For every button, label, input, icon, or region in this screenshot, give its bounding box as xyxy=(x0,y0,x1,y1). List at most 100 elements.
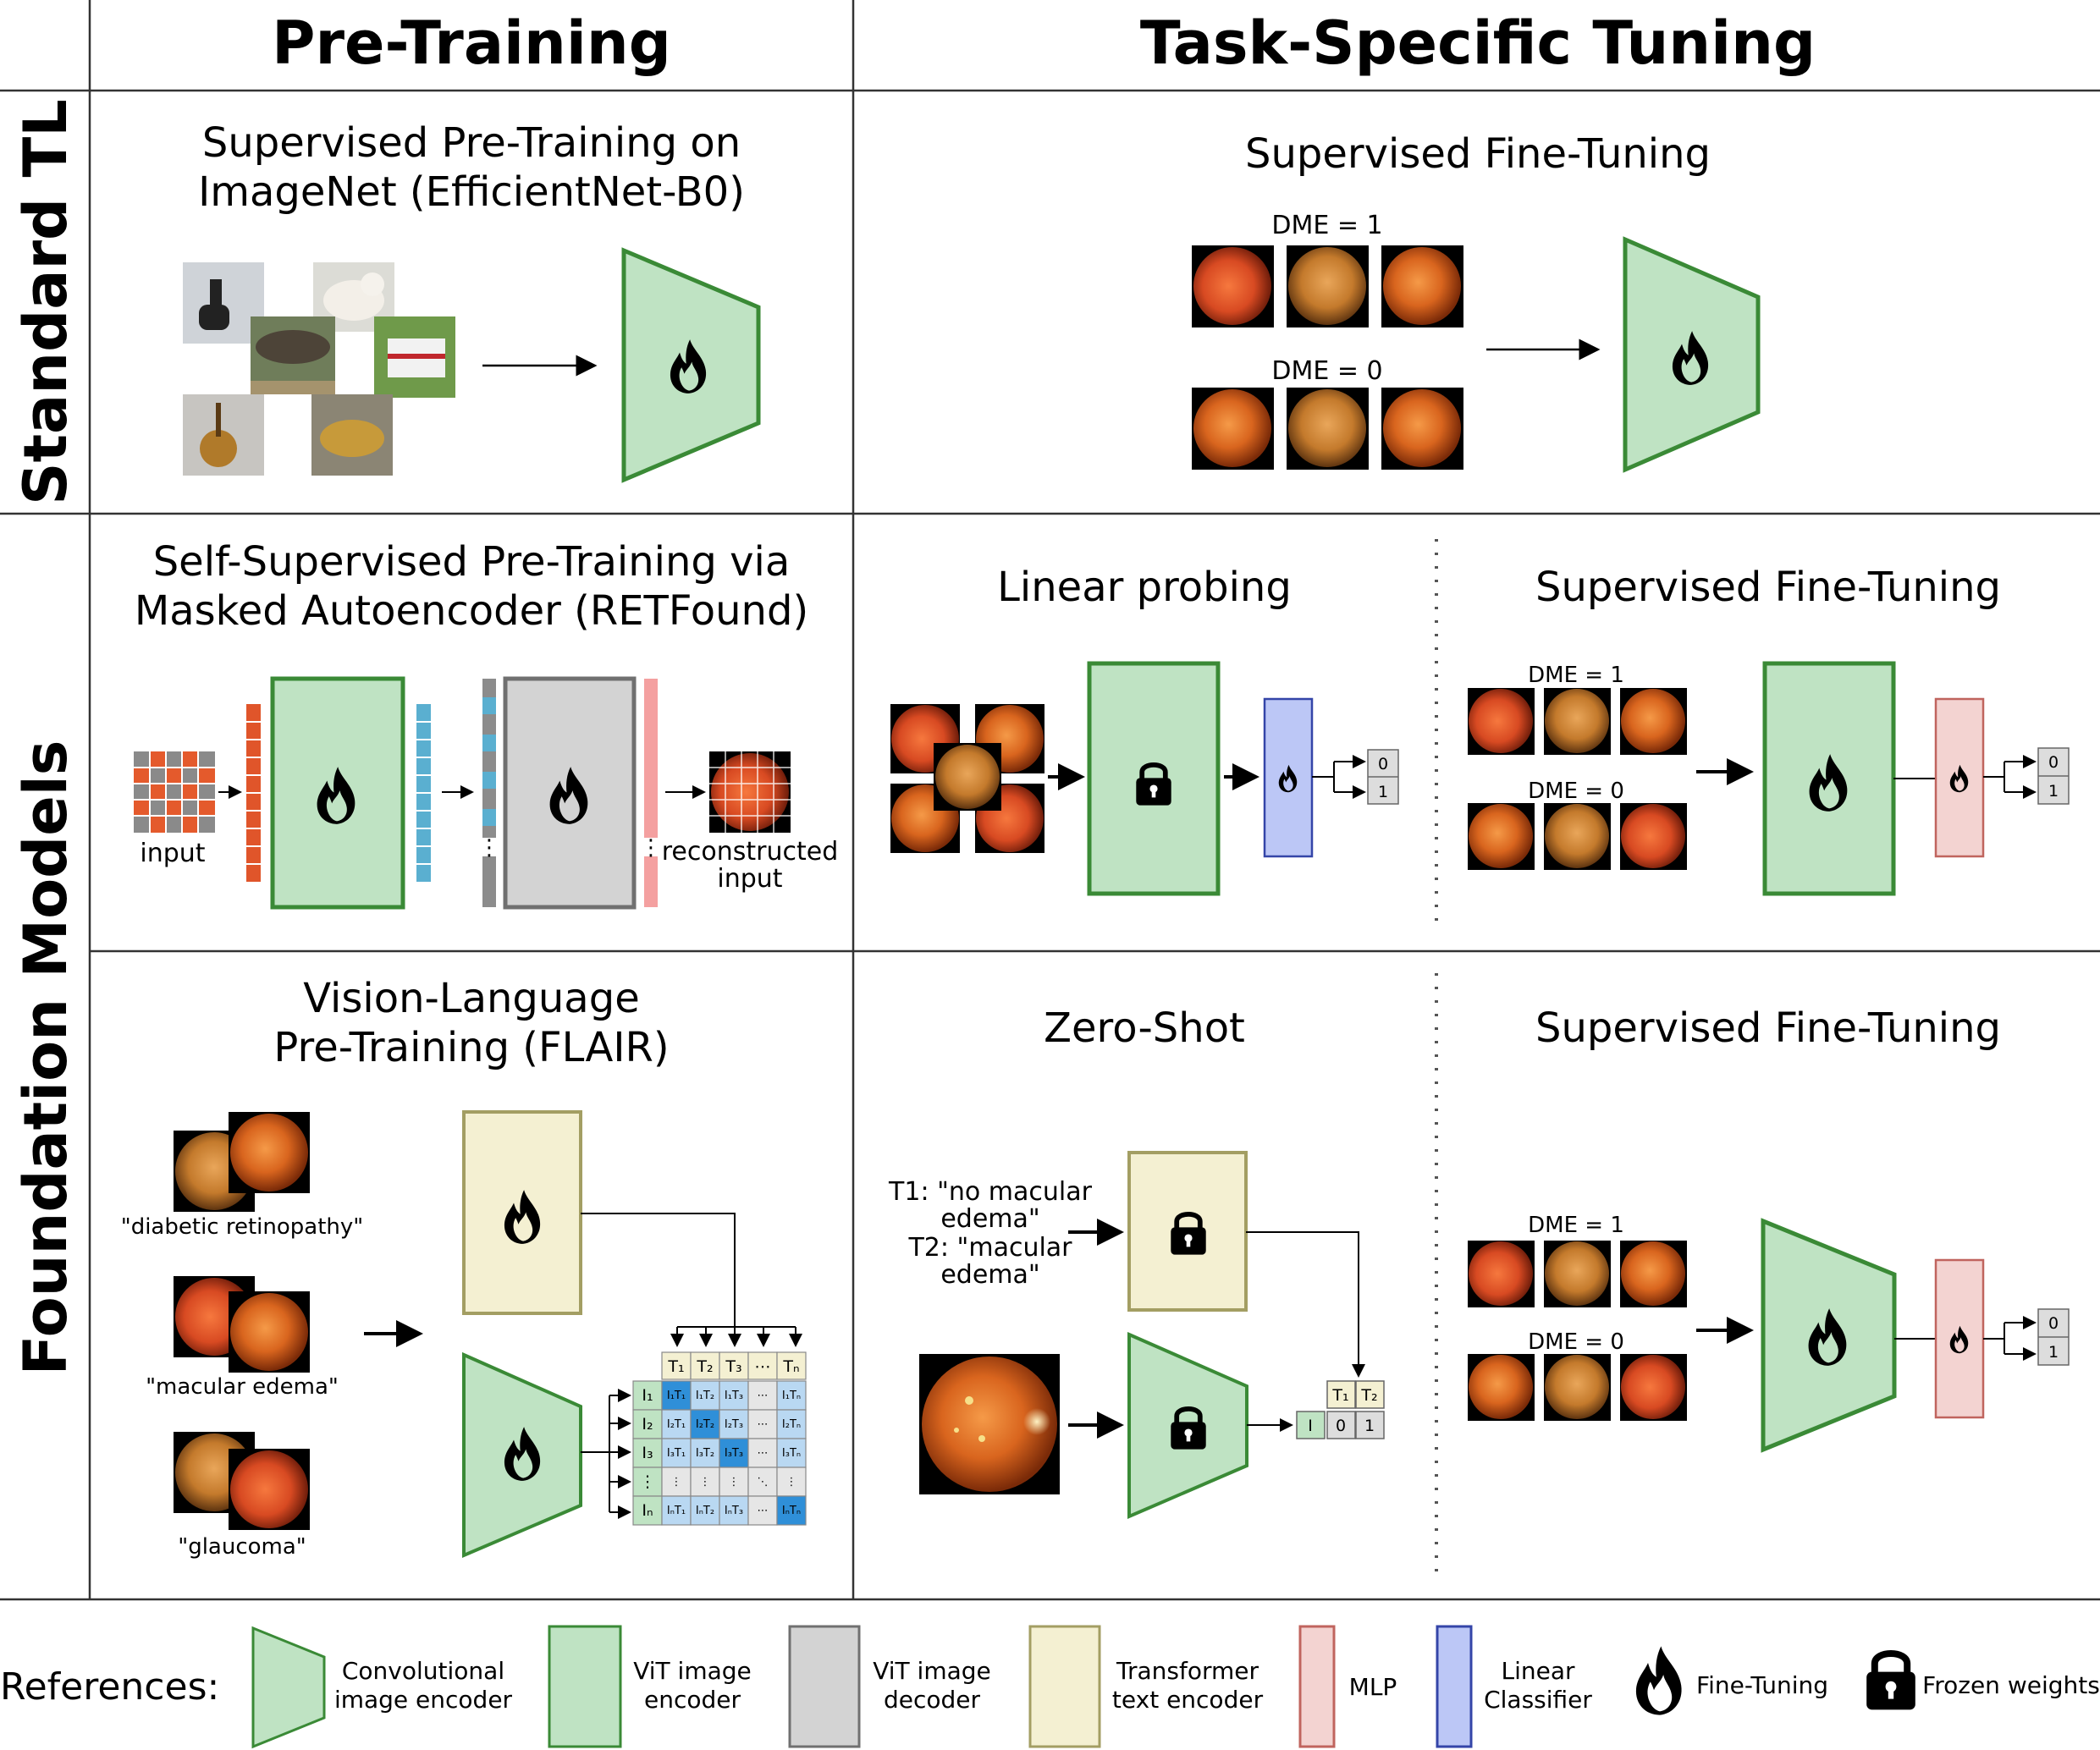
sim-cell-label: ⋮ xyxy=(671,1476,682,1489)
legend-frozen-label: Frozen weights xyxy=(1922,1671,2100,1699)
legend-lin-2: Classifier xyxy=(1484,1686,1592,1714)
row-label-standard: Standard TL xyxy=(11,99,80,505)
imagenet-collage xyxy=(183,262,455,476)
flair-title-2: Pre-Training (FLAIR) xyxy=(273,1024,669,1071)
sim-cell xyxy=(719,1438,749,1468)
legend-title: References: xyxy=(0,1665,219,1709)
legend-lin-1: Linear xyxy=(1501,1657,1575,1685)
sim-col-header xyxy=(747,1351,778,1380)
legend-mlp: MLP xyxy=(1298,1625,1397,1748)
dme0-label: DME = 0 xyxy=(1271,356,1382,386)
zero-shot-prompt-1: T1: "no macular xyxy=(888,1177,1093,1207)
sim-row-header-label: Iₙ xyxy=(642,1501,653,1520)
legend-mlp-swatch xyxy=(1298,1625,1336,1748)
zero-shot-prompt-3: T2: "macular xyxy=(907,1233,1072,1263)
sim-cell-label: ⋱ xyxy=(758,1476,769,1489)
legend-vit-enc-2: encoder xyxy=(644,1686,741,1714)
sim-cell-label: I₃T₂ xyxy=(696,1447,714,1460)
sim-col-header-label: T₁ xyxy=(667,1357,684,1376)
zero-shot-prompt-4: edema" xyxy=(940,1260,1039,1290)
text-encoder-zs xyxy=(1127,1151,1248,1312)
sim-cell xyxy=(690,1467,720,1497)
fundus-grid-ft-bottom xyxy=(1468,1241,1687,1421)
flair-image-pair-2 xyxy=(174,1276,310,1373)
legend-vit-dec-2: decoder xyxy=(884,1686,981,1714)
decoder-input-tokens: ⋮ xyxy=(478,679,500,907)
vit-encoder-lp xyxy=(1087,661,1221,896)
sim-cell-label: I₂T₂ xyxy=(696,1418,714,1431)
mlp-ft-bottom xyxy=(1934,1258,1985,1419)
sim-cell-label: I₂T₁ xyxy=(667,1418,686,1431)
linear-classifier-lp xyxy=(1263,697,1314,858)
legend-conv: Convolutional image encoder xyxy=(251,1626,513,1749)
zs-v0: 0 xyxy=(1336,1417,1346,1435)
zs-output-table: I T₁ T₂ 0 1 xyxy=(1296,1380,1385,1439)
conv-encoder-standard xyxy=(621,247,761,483)
sim-col-header xyxy=(776,1351,807,1380)
sim-cell xyxy=(747,1409,778,1439)
sim-cell xyxy=(661,1438,692,1468)
sim-row-header xyxy=(632,1495,663,1526)
mae-title-1: Self-Supervised Pre-Training via xyxy=(153,538,791,586)
dme1-label: DME = 1 xyxy=(1271,211,1382,240)
mlp-ft-mid xyxy=(1934,697,1985,858)
fundus-collage-lp xyxy=(890,704,1044,853)
fundus-grid-ft-mid xyxy=(1468,688,1687,870)
standard-pretrain-title-1: Supervised Pre-Training on xyxy=(202,119,741,167)
sim-cell xyxy=(719,1380,749,1411)
zs-i: I xyxy=(1308,1417,1313,1435)
legend-vit-encoder: ViT image encoder xyxy=(548,1625,752,1748)
row-label-foundation: Foundation Models xyxy=(11,740,80,1376)
sim-cell xyxy=(776,1409,807,1439)
sim-cell-label: ⋯ xyxy=(758,1447,769,1460)
zs-arrows xyxy=(1246,1231,1365,1432)
conv-encoder-flair xyxy=(462,1351,582,1559)
conv-encoder-standard-ft xyxy=(1623,236,1761,473)
zero-shot-prompt-2: edema" xyxy=(940,1204,1039,1234)
ft-bottom-dme0: DME = 0 xyxy=(1528,1329,1624,1355)
legend-vit-decoder-swatch xyxy=(788,1625,861,1748)
ft-mid-dme0: DME = 0 xyxy=(1528,779,1624,804)
legend-conv-2: image encoder xyxy=(334,1686,513,1714)
flair-image-pair-1 xyxy=(174,1112,310,1212)
legend-conv-swatch xyxy=(251,1626,326,1749)
sim-row-header-label: ⋮ xyxy=(640,1472,656,1491)
latent-tokens xyxy=(416,704,431,882)
legend-text-encoder: Transformer text encoder xyxy=(1028,1625,1264,1748)
sim-cell-label: I₁T₃ xyxy=(725,1390,743,1402)
fundus-zs xyxy=(919,1354,1060,1494)
sim-row-header-label: I₂ xyxy=(642,1415,653,1434)
sim-cell-label: I₃T₁ xyxy=(667,1447,686,1460)
mae-title-2: Masked Autoencoder (RETFound) xyxy=(135,587,808,635)
sim-row-header-label: I₃ xyxy=(642,1444,653,1462)
header-task-tuning: Task-Specific Tuning xyxy=(1140,8,1816,78)
fundus-grid-standard xyxy=(1192,245,1463,470)
legend-vit-enc-1: ViT image xyxy=(633,1657,752,1685)
sim-col-header xyxy=(719,1351,749,1380)
sim-cell-label: IₙTₙ xyxy=(782,1505,801,1517)
sim-col-header-label: ⋯ xyxy=(755,1357,771,1376)
vit-encoder-mae xyxy=(270,676,405,910)
masked-input-patches xyxy=(134,751,215,833)
ft-bottom-title: Supervised Fine-Tuning xyxy=(1535,1004,2001,1052)
output-branch-ft-bottom xyxy=(1983,1316,2037,1361)
reconstructed-fundus xyxy=(709,751,791,833)
standard-finetune-title: Supervised Fine-Tuning xyxy=(1245,130,1711,178)
legend-text-1: Transformer xyxy=(1116,1657,1259,1685)
vdots: ⋮ xyxy=(478,835,500,861)
zs-t1: T₁ xyxy=(1331,1386,1348,1405)
sim-col-header-label: T₂ xyxy=(696,1357,713,1376)
legend-finetune-label: Fine-Tuning xyxy=(1696,1671,1828,1699)
legend-vit-encoder-swatch xyxy=(548,1625,622,1748)
output-1: 1 xyxy=(2048,1343,2059,1362)
svg-text:⋮: ⋮ xyxy=(640,835,662,861)
legend-linear: Linear Classifier xyxy=(1436,1625,1592,1748)
legend-frozen: Frozen weights xyxy=(1866,1654,2100,1709)
visible-patch-tokens xyxy=(246,704,261,882)
sim-row-header-label: I₁ xyxy=(642,1386,653,1405)
text-encoder-flair xyxy=(462,1110,582,1315)
output-branch-ft-mid xyxy=(1983,755,2037,799)
sim-cell xyxy=(661,1467,692,1497)
ft-bottom-dme1: DME = 1 xyxy=(1528,1213,1624,1238)
sim-cell-label: I₁Tₙ xyxy=(782,1390,801,1402)
